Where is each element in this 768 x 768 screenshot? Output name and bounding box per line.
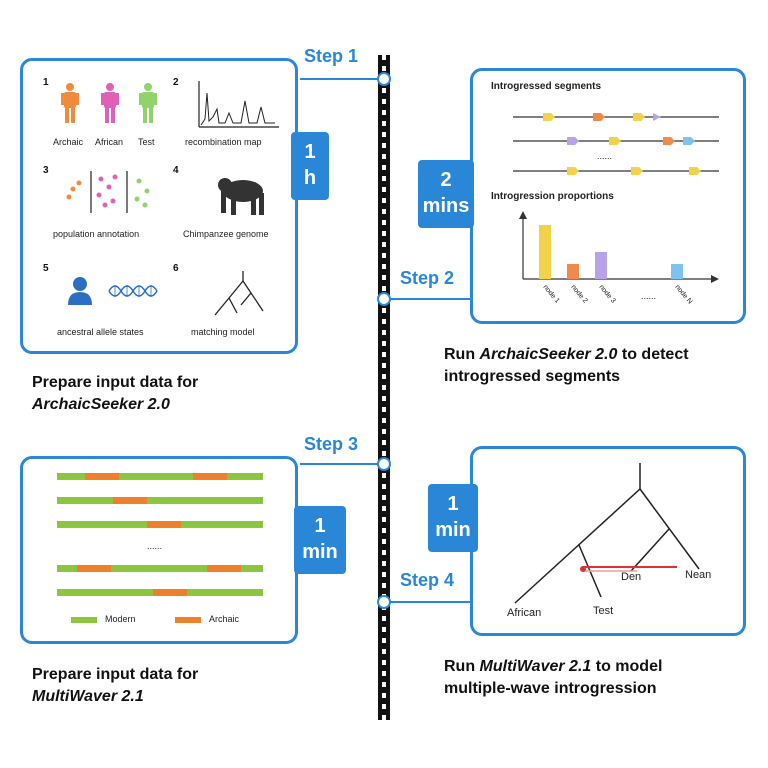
- matching-model-label: matching model: [191, 327, 255, 337]
- population-annotation-icon: [66, 171, 150, 213]
- panel-input-archaicseeker: 1 2 3 4 5 6 Archaic African Test: [20, 58, 298, 354]
- legend-modern-label: Modern: [105, 614, 136, 624]
- panel-run-multiwaver: African Test Den Nean: [470, 446, 746, 636]
- ancestral-allele-label: ancestral allele states: [57, 327, 144, 337]
- duration-badge-step1-value: 1: [304, 141, 316, 163]
- panel-input-multiwaver: ...... Modern Archaic: [20, 456, 298, 644]
- caption-step3: Prepare input data for MultiWaver 2.1: [32, 664, 198, 708]
- duration-badge-step2-value: 2: [440, 169, 452, 191]
- caption-step2-post: to detect: [617, 346, 689, 363]
- timeline-bar: [378, 55, 390, 720]
- x-axis-arrow-icon: [711, 275, 719, 283]
- proportion-bar-4: [671, 264, 683, 279]
- caption-step4-italic: MultiWaver 2.1: [479, 658, 592, 675]
- caption-step2-line1: Run ArchaicSeeker 2.0 to detect: [444, 344, 689, 366]
- african-person-icon: [101, 83, 119, 123]
- caption-step2: Run ArchaicSeeker 2.0 to detect introgre…: [444, 344, 689, 388]
- dna-icon: [108, 285, 158, 297]
- test-label: Test: [138, 137, 155, 147]
- proportion-bar-1: [539, 225, 551, 279]
- chimpanzee-icon: [218, 178, 264, 215]
- duration-badge-step1: 1 h: [291, 132, 329, 200]
- legend-archaic-label: Archaic: [209, 614, 240, 624]
- caption-step4-line1: Run MultiWaver 2.1 to model: [444, 656, 662, 678]
- step3-node: [377, 457, 391, 471]
- duration-badge-step2-unit: mins: [422, 195, 470, 217]
- step1-label: Step 1: [300, 46, 363, 67]
- step4-node: [377, 595, 391, 609]
- duration-badge-step4-value: 1: [447, 493, 459, 515]
- caption-step1-italic: ArchaicSeeker 2.0: [32, 396, 170, 413]
- panel-run-archaicseeker: Introgressed segments ...... Introgressi…: [470, 68, 746, 324]
- step3-label: Step 3: [300, 434, 363, 455]
- caption-step2-italic: ArchaicSeeker 2.0: [479, 346, 618, 363]
- archaic-person-icon: [61, 83, 79, 123]
- caption-step4-post: to model: [591, 658, 663, 675]
- tree-label-african: African: [507, 607, 542, 619]
- duration-badge-step1-unit: h: [303, 167, 317, 189]
- caption-step2-pre: Run: [444, 346, 480, 363]
- african-label: African: [95, 137, 124, 147]
- chimpanzee-genome-label: Chimpanzee genome: [183, 229, 269, 239]
- matching-model-tree-icon: [214, 271, 264, 316]
- proportion-bar-label-4: node N: [673, 284, 693, 306]
- step2-label: Step 2: [396, 268, 459, 289]
- caption-step4-line2: multiple-wave introgression: [444, 680, 657, 697]
- step4-label: Step 4: [396, 570, 459, 591]
- caption-step1-line1: Prepare input data for: [32, 374, 199, 391]
- step1-connector: [300, 78, 380, 80]
- duration-badge-step3-unit: min: [302, 541, 338, 563]
- y-axis-arrow-icon: [519, 211, 527, 219]
- ancestor-person-icon: [68, 277, 92, 305]
- introgression-proportions-chart: node 1 node 2 node 3 node N ......: [519, 211, 719, 306]
- step1-node: [377, 72, 391, 86]
- duration-badge-step4: 1 min: [428, 484, 478, 552]
- step2-connector: [384, 298, 474, 300]
- archaic-label: Archaic: [53, 137, 84, 147]
- item-number-1: 1: [43, 77, 49, 88]
- population-annotation-label: population annotation: [53, 229, 140, 239]
- caption-step1-line2: ArchaicSeeker 2.0: [32, 394, 198, 416]
- tracks-ellipsis: ......: [147, 541, 163, 551]
- tree-label-test: Test: [593, 605, 614, 617]
- caption-step4: Run MultiWaver 2.1 to model multiple-wav…: [444, 656, 662, 700]
- caption-step4-pre: Run: [444, 658, 480, 675]
- caption-step3-italic: MultiWaver 2.1: [32, 688, 144, 705]
- duration-badge-step3-value: 1: [314, 515, 326, 537]
- duration-badge-step3: 1 min: [294, 506, 346, 574]
- test-person-icon: [139, 83, 157, 123]
- proportion-bar-label-1: node 1: [541, 284, 560, 305]
- proportion-bar-3: [595, 252, 607, 279]
- recombination-map-label: recombination map: [185, 137, 262, 147]
- introgression-proportions-title: Introgression proportions: [491, 191, 614, 202]
- x-axis-ellipsis: ......: [641, 291, 656, 301]
- step4-connector: [384, 601, 474, 603]
- caption-step1: Prepare input data for ArchaicSeeker 2.0: [32, 372, 198, 416]
- proportion-bar-label-3: node 3: [597, 284, 616, 305]
- introgressed-segments-title: Introgressed segments: [491, 81, 602, 92]
- proportion-bar-2: [567, 264, 579, 279]
- introgression-tree-graphic: [514, 463, 700, 604]
- duration-badge-step2: 2 mins: [418, 160, 474, 228]
- step3-connector: [300, 463, 380, 465]
- recombination-map-icon: [198, 81, 279, 128]
- segments-ellipsis: ......: [597, 151, 613, 161]
- proportion-bar-label-2: node 2: [569, 284, 588, 305]
- caption-step3-line2: MultiWaver 2.1: [32, 686, 198, 708]
- caption-step2-line2: introgressed segments: [444, 368, 621, 385]
- haplotype-tracks-graphic: [57, 473, 263, 623]
- tree-label-nean: Nean: [685, 569, 712, 581]
- introgressed-segments-graphic: [513, 113, 719, 175]
- item-number-3: 3: [43, 165, 49, 176]
- item-number-6: 6: [173, 263, 179, 274]
- caption-step3-line1: Prepare input data for: [32, 666, 199, 683]
- tree-label-den: Den: [621, 571, 642, 583]
- item-number-2: 2: [173, 77, 179, 88]
- item-number-4: 4: [173, 165, 179, 176]
- item-number-5: 5: [43, 263, 49, 274]
- duration-badge-step4-unit: min: [435, 519, 471, 541]
- step2-node: [377, 292, 391, 306]
